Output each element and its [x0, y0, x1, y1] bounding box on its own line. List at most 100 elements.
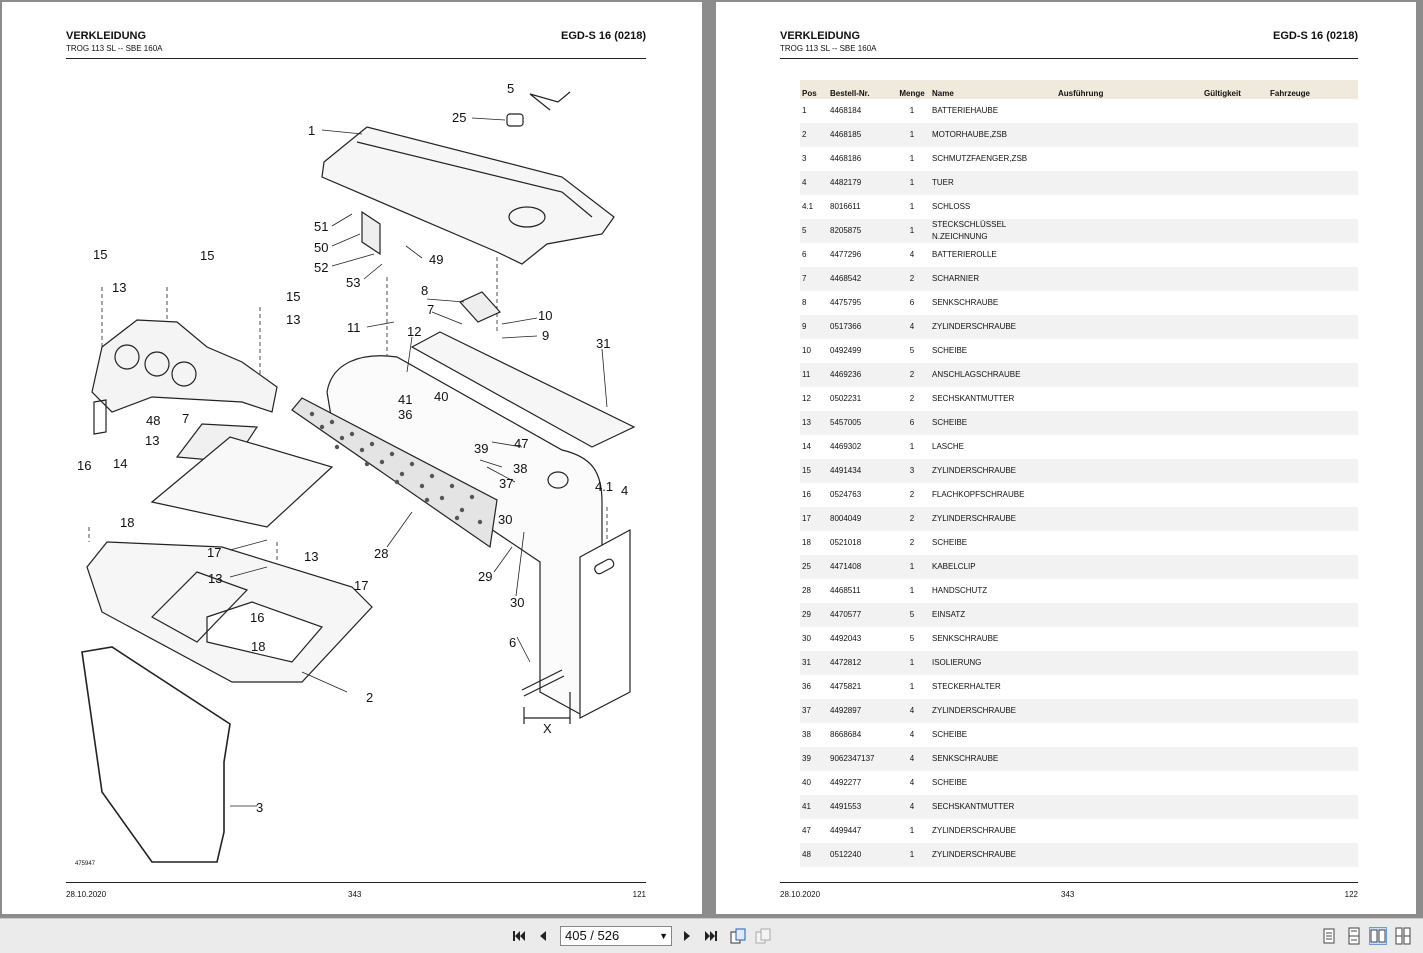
order-number-cell: 0517366: [828, 315, 894, 339]
prev-page-icon[interactable]: [534, 927, 552, 945]
name-cell: ZYLINDERSCHRAUBE: [930, 843, 1056, 867]
name-cell: ANSCHLAGSCHRAUBE: [930, 363, 1056, 387]
quantity-cell: 2: [894, 507, 930, 531]
empty-cell: [1056, 267, 1202, 291]
quantity-cell: 4: [894, 699, 930, 723]
empty-cell: [1268, 435, 1358, 459]
empty-cell: [1202, 363, 1268, 387]
empty-cell: [1056, 723, 1202, 747]
column-header: Pos: [800, 80, 828, 99]
page-subtitle: TROG 113 SL -- SBE 160A: [66, 44, 163, 53]
pos-cell: 10: [802, 346, 811, 355]
first-page-icon[interactable]: [510, 927, 528, 945]
callout-label: 7: [427, 302, 434, 317]
single-page-view-icon[interactable]: [1320, 927, 1338, 945]
callout-label: 40: [434, 389, 448, 404]
page-title: VERKLEIDUNG: [780, 30, 861, 42]
callout-label: 7: [182, 411, 189, 426]
empty-cell: [1202, 675, 1268, 699]
callout-label: 13: [208, 571, 222, 586]
empty-cell: [1202, 723, 1268, 747]
page-subtitle: TROG 113 SL -- SBE 160A: [780, 44, 877, 53]
callout-label: 53: [346, 275, 360, 290]
pos-cell: 18: [802, 538, 811, 547]
empty-cell: [1268, 579, 1358, 603]
quantity-cell: 4: [909, 250, 915, 259]
empty-cell: [1202, 315, 1268, 339]
rotate-view-disabled-icon[interactable]: [754, 927, 772, 945]
name-cell: ZYLINDERSCHRAUBE: [930, 315, 1056, 339]
empty-cell: [1268, 339, 1358, 363]
order-number-cell: 4491434: [828, 459, 894, 483]
empty-cell: [1202, 219, 1268, 243]
empty-cell: [1268, 267, 1358, 291]
name-cell: FLACHKOPFSCHRAUBE: [932, 490, 1025, 499]
callout-label: 18: [120, 515, 134, 530]
quantity-cell: 2: [894, 363, 930, 387]
quantity-cell: 4: [909, 730, 915, 739]
empty-cell: [1268, 555, 1358, 579]
callout-label: 8: [421, 283, 428, 298]
empty-cell: [1268, 771, 1358, 795]
callout-label: 13: [286, 312, 300, 327]
empty-cell: [1056, 171, 1202, 195]
right-document-page: VERKLEIDUNG TROG 113 SL -- SBE 160A EGD-…: [716, 2, 1416, 914]
callout-label: 9: [542, 328, 549, 343]
two-page-view-icon[interactable]: [1369, 927, 1387, 945]
continuous-view-icon[interactable]: [1345, 927, 1363, 945]
pos-cell: 6: [802, 250, 807, 259]
empty-cell: [1056, 771, 1202, 795]
empty-cell: [1202, 171, 1268, 195]
callout-label: 15: [286, 289, 300, 304]
callout-label: 37: [499, 476, 513, 491]
empty-cell: [1202, 555, 1268, 579]
callout-label: 5: [507, 81, 514, 96]
empty-cell: [1056, 219, 1202, 243]
callout-label: 36: [398, 407, 412, 422]
empty-cell: [1056, 435, 1202, 459]
quantity-cell: 1: [894, 123, 930, 147]
callout-label: 6: [509, 635, 516, 650]
empty-cell: [1202, 483, 1268, 507]
empty-cell: [1268, 363, 1358, 387]
column-header: Fahrzeuge: [1268, 80, 1358, 99]
order-number-cell: 4468186: [830, 154, 862, 163]
quantity-cell: 1: [909, 682, 915, 691]
next-page-icon[interactable]: [678, 927, 696, 945]
empty-cell: [1202, 387, 1268, 411]
empty-cell: [1268, 195, 1358, 219]
last-page-icon[interactable]: [702, 927, 720, 945]
page-number-select[interactable]: 405 / 526 ▼: [560, 926, 672, 946]
empty-cell: [1268, 459, 1358, 483]
order-number-cell: 0492499: [830, 346, 862, 355]
order-number-cell: 0521018: [830, 538, 862, 547]
empty-cell: [1056, 363, 1202, 387]
quantity-cell: 1: [894, 555, 930, 579]
empty-cell: [1056, 603, 1202, 627]
callout-label: 14: [113, 456, 127, 471]
document-code: EGD-S 16 (0218): [561, 30, 646, 42]
two-page-continuous-view-icon[interactable]: [1394, 927, 1412, 945]
quantity-cell: 1: [894, 843, 930, 867]
pos-cell: 29: [800, 603, 828, 627]
empty-cell: [1056, 795, 1202, 819]
rotate-view-icon[interactable]: [729, 927, 747, 945]
footer-rule: [780, 882, 1358, 883]
column-header: Menge: [894, 80, 930, 99]
empty-cell: [1268, 603, 1358, 627]
empty-cell: [1056, 627, 1202, 651]
callout-label: 52: [314, 260, 328, 275]
empty-cell: [1202, 699, 1268, 723]
quantity-cell: 5: [894, 603, 930, 627]
order-number-cell: 8668684: [830, 730, 862, 739]
empty-cell: [1056, 843, 1202, 867]
empty-cell: [1202, 507, 1268, 531]
